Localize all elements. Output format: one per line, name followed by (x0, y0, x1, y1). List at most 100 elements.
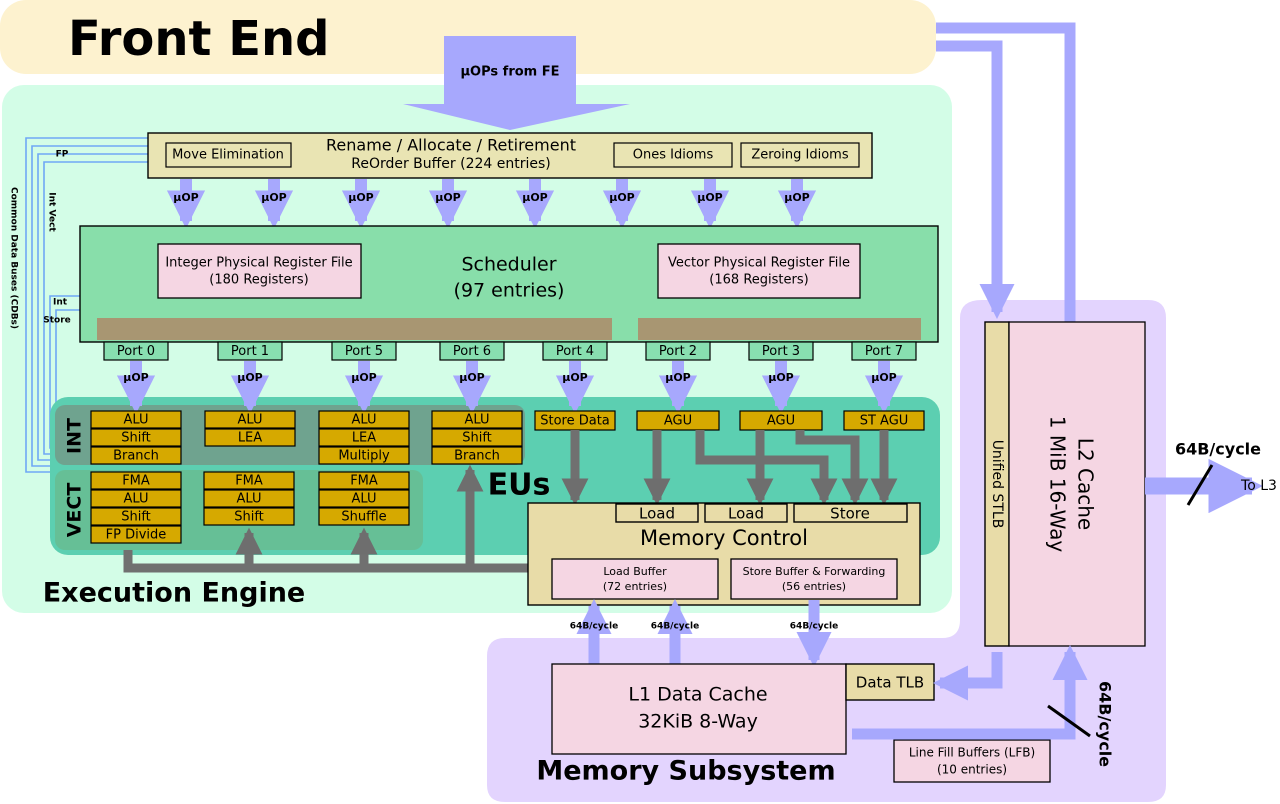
int-unit-label-1-2: Shift (121, 431, 151, 446)
vect-unit-label-3-1: FMA (350, 474, 378, 489)
lfb-box (893, 739, 1051, 783)
execution-engine-title: Execution Engine (43, 578, 306, 609)
load-box-2 (704, 503, 788, 523)
int-prf-box (157, 243, 362, 299)
int-unit-4-3 (431, 446, 523, 465)
eus-label: EUs (488, 468, 551, 503)
port-box-5 (542, 341, 608, 361)
port-uop-label-1: µOP (123, 371, 149, 384)
to-l3-label: To L3 (1240, 478, 1277, 494)
port-label-4: Port 6 (453, 344, 491, 359)
int-unit-2-1 (204, 410, 296, 429)
port-uop-label-6: µOP (665, 371, 691, 384)
common-data-buses (25, 137, 148, 473)
fe-to-l2-line-b (936, 40, 1015, 320)
l2-sub: 1 MiB 16-Way (1046, 416, 1070, 553)
store-box (793, 503, 908, 523)
port-label-8: Port 7 (865, 344, 903, 359)
vect-unit-1-1 (90, 471, 182, 490)
store-bus-label: Store (43, 316, 71, 326)
store-buffer-title: Store Buffer & Forwarding (743, 565, 886, 578)
int-label: INT (64, 418, 86, 454)
port-box-4 (439, 341, 505, 361)
vect-unit-label-1-4: FP Divide (106, 528, 167, 543)
l1-sub: 32KiB 8-Way (638, 711, 758, 733)
scheduler-queue-right (638, 318, 921, 340)
vect-unit-label-3-2: ALU (351, 492, 376, 507)
l1-cache-box (551, 663, 847, 755)
unified-stlb-box (984, 321, 1010, 647)
port-box-7 (748, 341, 814, 361)
int-unit-label-3-2: LEA (352, 431, 376, 446)
unified-stlb-label: Unified STLB (989, 440, 1005, 529)
rob-label: ReOrder Buffer (224 entries) (351, 156, 551, 172)
port-uop-label-2: µOP (237, 371, 263, 384)
uop-label-top-4: µOP (435, 191, 461, 204)
int-bus-label: Int (53, 298, 68, 308)
int-unit-4-2 (431, 428, 523, 447)
cdb-label: Common Data Buses (CDBs) (9, 187, 19, 329)
scheduler-title: Scheduler (461, 254, 556, 276)
vect-unit-3-1 (318, 471, 410, 490)
load-box-1 (615, 503, 699, 523)
int-unit-label-4-1: ALU (464, 413, 489, 428)
store-buffer-box (730, 558, 898, 600)
vec-prf-title: Vector Physical Register File (668, 256, 850, 271)
uop-label-top-6: µOP (609, 191, 635, 204)
vect-unit-label-1-2: ALU (123, 492, 148, 507)
uop-label-top-3: µOP (348, 191, 374, 204)
vect-unit-3-3 (318, 507, 410, 526)
scheduler-entries: (97 entries) (454, 280, 565, 302)
vect-unit-1-3 (90, 507, 182, 526)
mem-unit-2 (636, 410, 720, 431)
vec-prf-sub: (168 Registers) (709, 273, 808, 288)
port-box-1 (103, 341, 169, 361)
int-prf-sub: (180 Registers) (209, 273, 308, 288)
int-unit-label-3-1: ALU (351, 413, 376, 428)
vect-unit-3-2 (318, 489, 410, 508)
uops-from-fe-arrow (403, 36, 630, 130)
port-box-2 (217, 341, 283, 361)
l1-l2-link (852, 644, 1088, 740)
port-label-7: Port 3 (762, 344, 800, 359)
bw-label-1: 64B/cycle (570, 622, 618, 632)
port-label-6: Port 2 (659, 344, 697, 359)
ones-idioms-label: Ones Idioms (633, 148, 714, 163)
fe-to-l2-line-a (936, 22, 1076, 322)
move-elimination-box (165, 142, 292, 168)
port-uop-label-3: µOP (351, 371, 377, 384)
vect-unit-1-2 (90, 489, 182, 508)
int-unit-label-2-1: ALU (237, 413, 262, 428)
store-label: Store (830, 505, 870, 523)
mem-unit-label-4: ST AGU (860, 414, 909, 429)
l2-title: L2 Cache (1074, 438, 1098, 530)
move-elimination-label: Move Elimination (172, 148, 284, 163)
load-label-2: Load (728, 505, 764, 523)
uop-label-top-7: µOP (697, 191, 723, 204)
mem-unit-3 (739, 410, 823, 431)
l1-title: L1 Data Cache (628, 684, 767, 706)
l2-cache-box (1008, 321, 1146, 647)
int-unit-3-3 (318, 446, 410, 465)
uop-label-top-2: µOP (261, 191, 287, 204)
l2-to-l3-slash (1186, 464, 1214, 506)
load-label-1: Load (639, 505, 675, 523)
int-vect-bus-label: Int Vect (47, 192, 57, 232)
port-uop-label-8: µOP (871, 371, 897, 384)
port-uop-label-5: µOP (562, 371, 588, 384)
vec-prf-box (657, 243, 861, 299)
int-units: ALUShiftBranchALULEAALULEAMultiplyALUShi… (90, 410, 523, 465)
fp-bus-label: FP (56, 150, 69, 160)
port-box-3 (331, 341, 397, 361)
load-buffer-title: Load Buffer (603, 565, 667, 578)
bw-label-lfb: 64B/cycle (1096, 681, 1115, 767)
memory-subsystem-title: Memory Subsystem (536, 756, 835, 787)
int-unit-label-3-3: Multiply (338, 449, 390, 464)
int-unit-3-2 (318, 428, 410, 447)
bw-label-l3: 64B/cycle (1175, 440, 1261, 459)
port-box-6 (645, 341, 711, 361)
